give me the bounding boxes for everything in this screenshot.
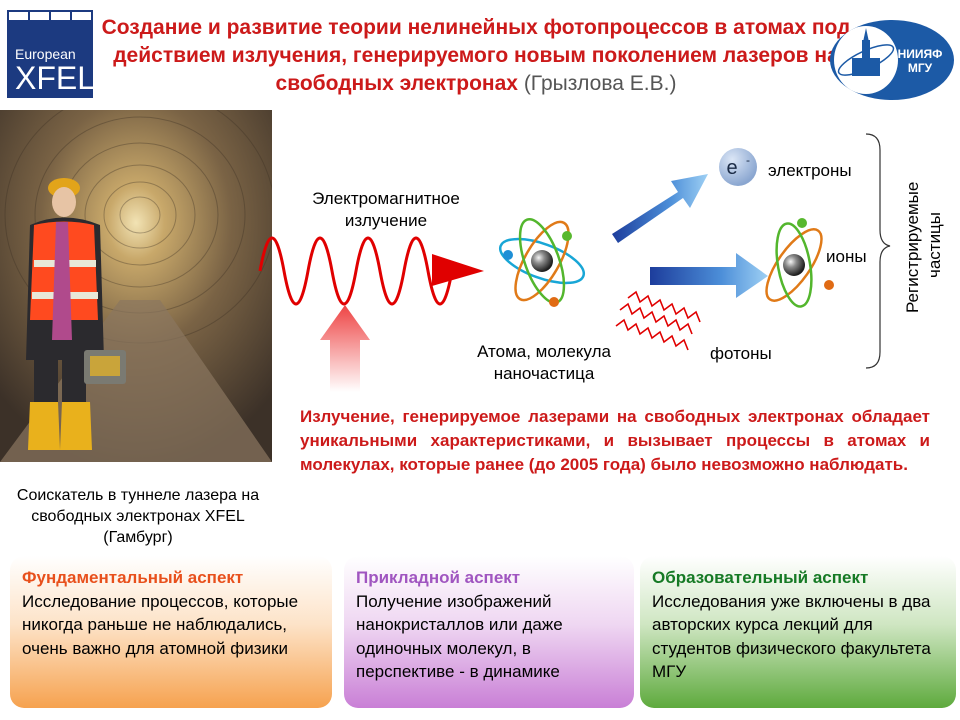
svg-text:Регистрируемые частицы: Регистрируемые частицы [903,177,944,313]
european-xfel-logo: European XFEL [7,10,96,98]
tunnel-photo [0,110,272,462]
registered-particles-label: Регистрируемые частицы [903,177,944,313]
card-educational-heading: Образовательный аспект [652,568,869,587]
ions-label: ионы [826,247,867,266]
card-applied: Прикладной аспект Получение изображений … [344,556,634,708]
atom-icon [498,217,586,307]
card-educational-body: Исследования уже включены в два авторски… [652,591,931,682]
sinp-logo-line2: МГУ [908,61,933,75]
atom-label: Атома, молекула наночастица [477,342,611,383]
process-diagram: e - [258,133,891,392]
highlight-text: Излучение, генерируемое лазерами на своб… [300,407,930,474]
card-applied-body: Получение изображений нанокристаллов или… [356,591,563,682]
photo-caption: Соискатель в туннеле лазера на свободных… [16,487,260,546]
card-fundamental-body: Исследование процессов, которые никогда … [22,591,299,658]
arrow-to-electrons [612,174,708,243]
electron-icon [719,148,757,186]
em-radiation-label: Электромагнитное излучение [312,189,460,230]
title-main: Создание и развитие теории нелинейных фо… [101,16,851,95]
wave-arrowhead [432,254,484,286]
electrons-label: электроны [768,161,852,180]
sinp-msu-logo: НИИЯФ МГУ [830,20,954,100]
electron-charge: - [746,153,750,167]
title-author: (Грызлова Е.В.) [523,72,677,95]
card-fundamental-heading: Фундаментальный аспект [22,568,244,587]
arrow-to-ions [650,253,768,298]
registered-brace [865,133,891,369]
photons-label: фотоны [710,344,772,363]
photon-waves [615,290,701,351]
up-arrow [320,305,370,392]
em-wave [258,236,454,306]
registered-line1: Регистрируемые [903,182,922,313]
registered-line2: частицы [925,212,944,278]
logo-text-xfel: XFEL [15,60,96,96]
electron-symbol: e [726,157,737,179]
card-fundamental: Фундаментальный аспект Исследование проц… [10,556,332,708]
slide-title: Создание и развитие теории нелинейных фо… [96,14,856,98]
card-educational: Образовательный аспект Исследования уже … [640,556,956,708]
logo-text-european: European [15,46,76,62]
ion-icon [765,218,834,308]
sinp-logo-line1: НИИЯФ [898,47,943,61]
card-applied-heading: Прикладной аспект [356,568,521,587]
